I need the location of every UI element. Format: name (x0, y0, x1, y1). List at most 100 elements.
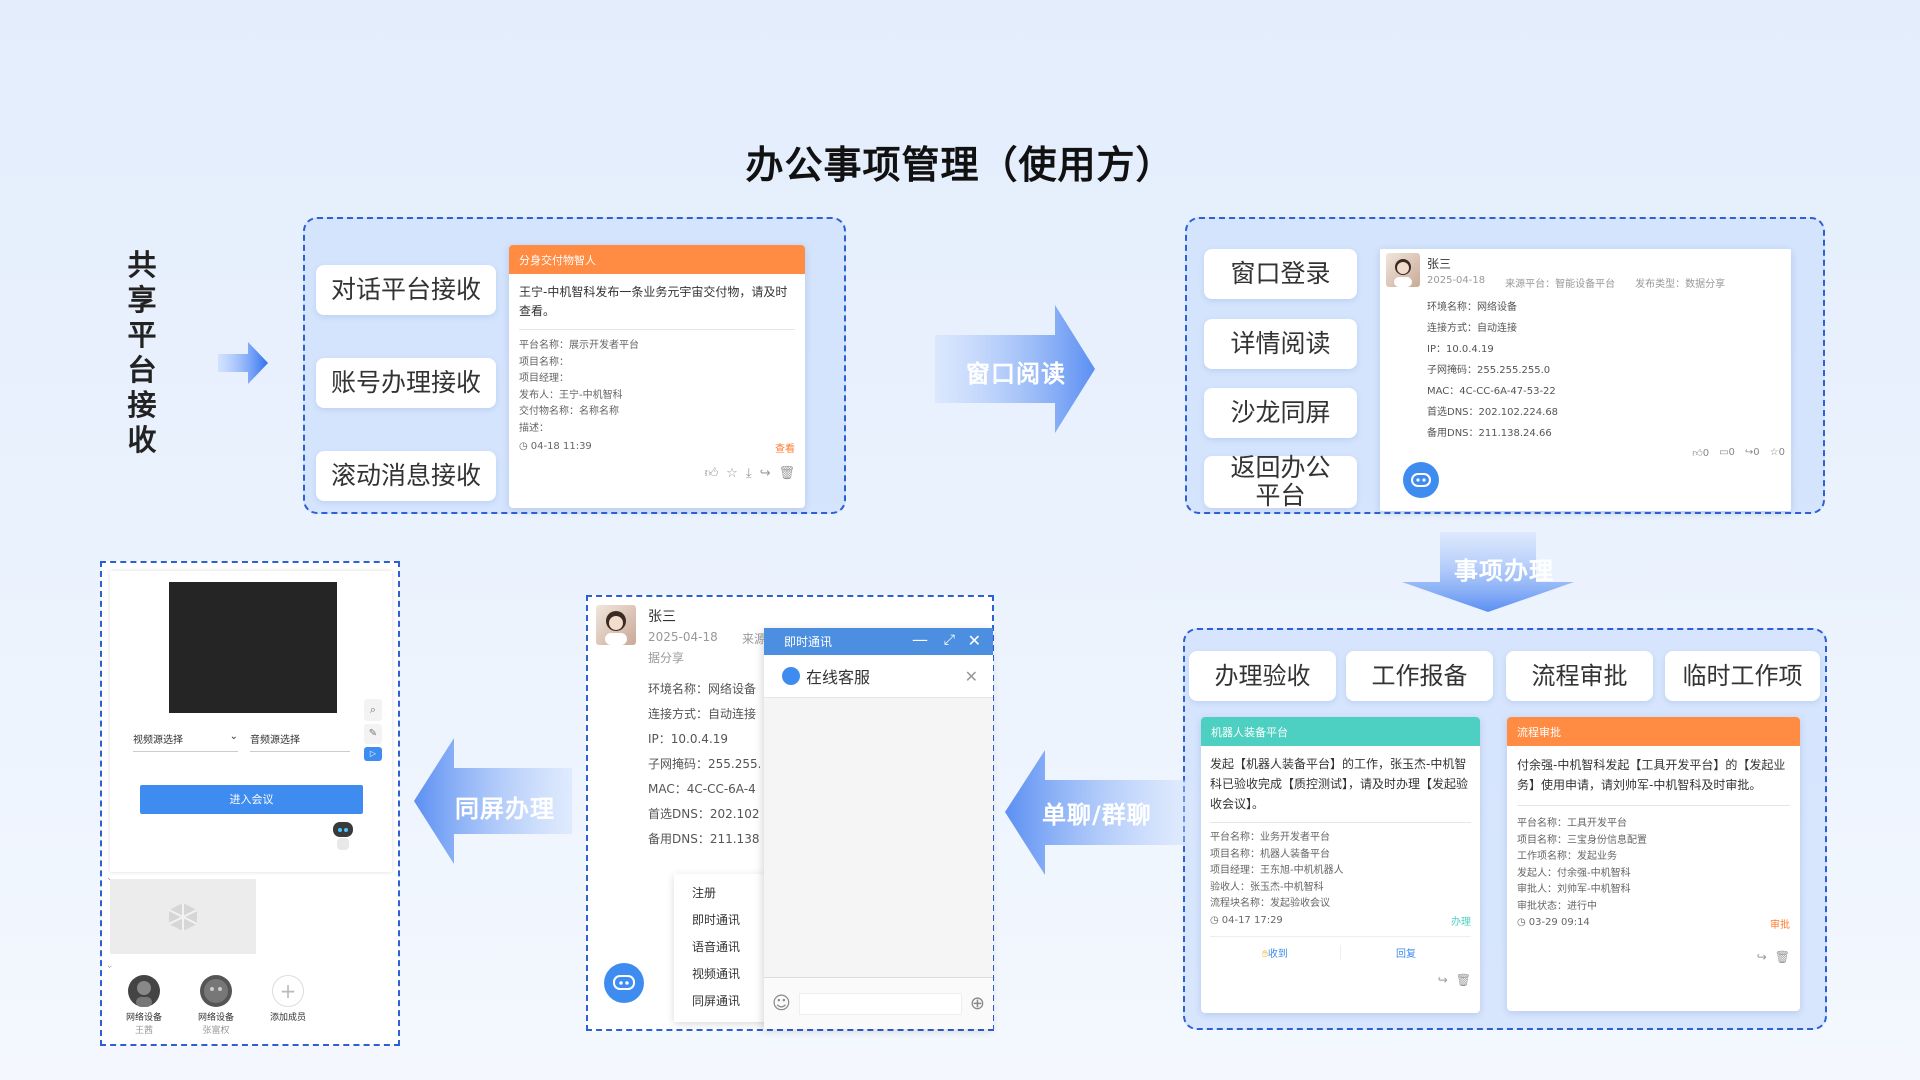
member-item[interactable]: 网络设备 张富权 (188, 975, 244, 1036)
field-conn: 连接方式：自动连接 (648, 707, 757, 721)
menu-video[interactable]: 视频通讯 (692, 967, 741, 981)
member-name: 王茜 (134, 1026, 153, 1036)
field-platform: 平台名称：工具开发平台 (1517, 818, 1627, 829)
bot-icon[interactable] (604, 963, 644, 1003)
field-dns1: 首选DNS：202.102. (648, 807, 760, 821)
field-dns1: 首选DNS：202.102.224.68 (1427, 407, 1559, 418)
add-icon[interactable]: ⊕ (969, 993, 985, 1014)
salon-share-button[interactable]: 沙龙同屏 (1204, 388, 1357, 438)
account-receive-button[interactable]: 账号办理接收 (316, 358, 496, 408)
avatar (596, 605, 636, 645)
enter-meeting-button[interactable]: 进入会议 (140, 785, 363, 814)
member-avatar (128, 975, 160, 1007)
video-preview (169, 582, 337, 713)
detail-read-button[interactable]: 详情阅读 (1204, 319, 1357, 369)
share-icon[interactable]: ↪ (759, 465, 771, 481)
field-acceptor: 验收人：张玉杰-中机智科 (1210, 881, 1324, 893)
tab-temp-work[interactable]: 临时工作项 (1665, 651, 1820, 701)
shared-area (110, 875, 392, 968)
service-name: 在线客服 (806, 668, 871, 687)
received-button[interactable]: ✋︎收到 (1210, 945, 1341, 960)
member-item[interactable]: 网络设备 王茜 (116, 975, 172, 1036)
field-approver: 审批人：刘帅军-中机智科 (1517, 884, 1631, 895)
chat-title: 即时通讯 (784, 635, 833, 649)
emoji-icon[interactable]: ☺ (772, 993, 791, 1014)
bot-icon[interactable] (1403, 462, 1439, 498)
service-icon (782, 667, 800, 685)
detail-card: 张三 2025-04-18 来源平台：智能设备平台 发布类型：数据分享 环境名称… (1380, 249, 1791, 511)
tab-report[interactable]: 工作报备 (1346, 651, 1493, 701)
menu-voice[interactable]: 语音通讯 (692, 940, 741, 954)
maximize-icon[interactable]: ⤢ (943, 632, 955, 648)
field-dns2: 备用DNS：211.138.24.66 (1427, 428, 1552, 439)
delete-icon[interactable]: 🗑︎ (1455, 973, 1471, 987)
dialog-platform-receive-button[interactable]: 对话平台接收 (316, 265, 496, 315)
scroll-message-receive-button[interactable]: 滚动消息接收 (316, 451, 496, 501)
author-name: 张三 (648, 609, 676, 625)
window-login-button[interactable]: 窗口登录 (1204, 249, 1357, 299)
approve-link[interactable]: 审批 (1770, 919, 1790, 931)
field-mask: 子网掩码：255.255.255.0 (1427, 365, 1551, 376)
arrow-window-read (935, 305, 1095, 433)
view-link[interactable]: 查看 (775, 443, 795, 455)
delete-icon[interactable]: 🗑︎ (778, 465, 795, 481)
field-mac: MAC：4C-CC-6A-4 (648, 782, 756, 796)
menu-screen-share[interactable]: 同屏通讯 (692, 994, 741, 1008)
field-env: 环境名称：网络设备 (1427, 302, 1517, 313)
clock-icon: ◷ (1517, 917, 1526, 928)
add-member-button[interactable]: + 添加成员 (260, 975, 316, 1023)
card-message: 付余强-中机智科发起【工具开发平台】的【发起业务】使用申请，请刘帅军-中机智科及… (1517, 755, 1790, 806)
like-icon[interactable]: 👍︎ (704, 465, 719, 481)
collapse-icon[interactable]: ⌄ (106, 873, 114, 883)
source-label: 来源 (742, 632, 767, 646)
menu-im[interactable]: 即时通讯 (692, 913, 741, 927)
close-icon[interactable]: ✕ (967, 631, 981, 650)
video-source-select[interactable]: 视频源选择⌄ (133, 731, 238, 752)
share-icon[interactable]: ↪ (1437, 973, 1448, 987)
member-label: 网络设备 (125, 1013, 162, 1023)
robot-icon[interactable] (330, 819, 356, 855)
menu-register[interactable]: 注册 (692, 886, 717, 900)
minimize-icon[interactable]: — (912, 630, 928, 649)
arrow-chat (1005, 750, 1185, 875)
card-time: 04-18 11:39 (530, 441, 592, 452)
return-platform-button[interactable]: 返回办公平台 (1204, 454, 1357, 510)
field-project: 项目名称：机器人装备平台 (1210, 848, 1330, 860)
panel-meeting: ⌕ ✎ ▷ 视频源选择⌄ 音频源选择 进入会议 ⌄ ⌄ 网络设备 王茜 网络设 (100, 561, 400, 1046)
arrow-item-handle-label: 事项办理 (1454, 557, 1554, 585)
share-count[interactable]: ↪0 (1744, 447, 1760, 458)
field-ip: IP：10.0.4.19 (1427, 344, 1494, 355)
meeting-setup: ⌕ ✎ ▷ 视频源选择⌄ 音频源选择 进入会议 (110, 571, 392, 872)
share-icon[interactable]: ↪ (1756, 949, 1767, 964)
audio-source-select[interactable]: 音频源选择 (250, 731, 350, 752)
field-deliverable: 交付物名称：名称名称 (519, 406, 619, 417)
download-icon[interactable]: ⤓ (745, 465, 752, 481)
tab-approval[interactable]: 流程审批 (1506, 651, 1653, 701)
like-count[interactable]: 👍︎0 (1692, 448, 1710, 459)
chat-titlebar: 即时通讯 — ⤢ ✕ (764, 628, 993, 655)
field-dns2: 备用DNS：211.138. (648, 832, 760, 846)
close-service-icon[interactable]: ✕ (964, 666, 978, 686)
collapse-icon[interactable]: ⌄ (106, 961, 114, 971)
play-icon[interactable]: ▷ (364, 747, 382, 761)
favorite-count[interactable]: ☆0 (1769, 447, 1785, 458)
tab-acceptance[interactable]: 办理验收 (1189, 651, 1336, 701)
comment-count[interactable]: ▭0 (1719, 447, 1735, 458)
card-message: 王宁-中机智科发布一条业务元宇宙交付物，请及时查看。 (519, 283, 795, 330)
reply-button[interactable]: 回复 (1396, 949, 1416, 960)
handle-link[interactable]: 办理 (1451, 917, 1471, 929)
post-date: 2025-04-18 (1427, 275, 1486, 286)
arrow-window-read-label: 窗口阅读 (966, 360, 1066, 388)
search-icon[interactable]: ⌕ (364, 699, 382, 721)
author-name: 张三 (1427, 257, 1452, 271)
chat-input[interactable] (798, 992, 962, 1015)
star-icon[interactable]: ☆ (726, 465, 738, 481)
side-label: 共享平台接收 (127, 248, 157, 457)
delete-icon[interactable]: 🗑︎ (1774, 949, 1790, 964)
field-conn: 连接方式：自动连接 (1427, 323, 1517, 334)
panel-window: 窗口登录 详情阅读 沙龙同屏 返回办公平台 张三 2025-04-18 来源平台… (1185, 217, 1825, 514)
clock-icon: ◷ (1210, 914, 1219, 926)
card-header: 流程审批 (1507, 717, 1800, 746)
pen-icon[interactable]: ✎ (364, 724, 382, 744)
avatar (1386, 253, 1420, 287)
